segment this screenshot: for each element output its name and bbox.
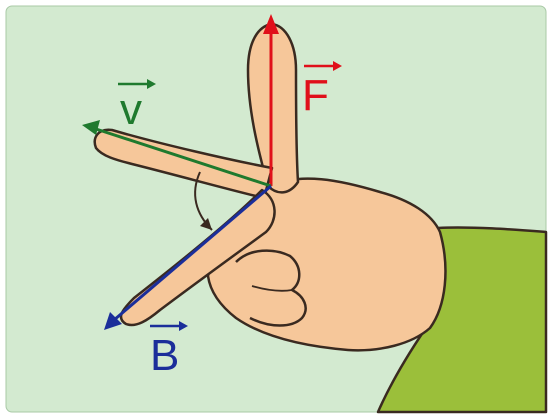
velocity-symbol: v: [120, 85, 142, 134]
force-symbol: F: [302, 71, 329, 120]
field-symbol: B: [150, 331, 179, 380]
